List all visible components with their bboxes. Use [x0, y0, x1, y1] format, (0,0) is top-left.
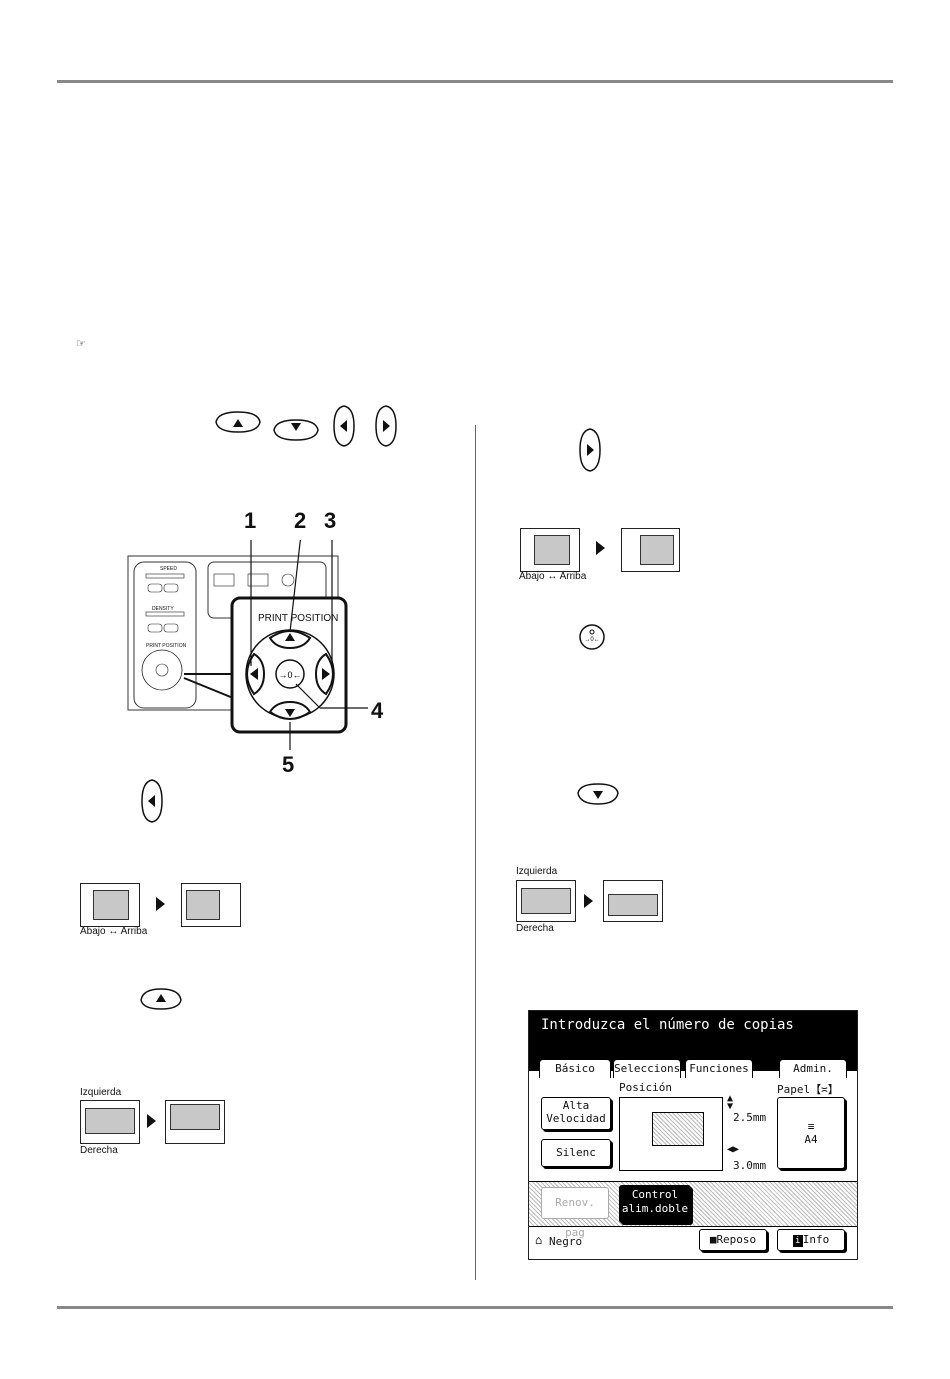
control-alim-doble-button[interactable]: Control alim.doble — [619, 1185, 691, 1223]
callout-2: 2 — [294, 508, 307, 533]
left-key-icon — [333, 405, 355, 447]
arrow-right-icon — [147, 1114, 156, 1128]
down-key-icon — [273, 419, 319, 441]
position-preview[interactable] — [619, 1097, 723, 1171]
alta-velocidad-button[interactable]: Alta Velocidad — [541, 1097, 611, 1130]
sleep-icon: ■ — [709, 1233, 717, 1246]
horizontal-arrows-icon: ◀▶ — [727, 1144, 740, 1155]
silenc-button[interactable]: Silenc — [541, 1139, 611, 1167]
figure-caption: Abajo ↔ Arriba — [519, 571, 587, 582]
up-key-icon — [140, 988, 182, 1010]
figure-caption: Abajo ↔ Arriba — [80, 926, 148, 937]
tab-funciones[interactable]: Funciones — [685, 1059, 753, 1078]
density-label: DENSITY — [152, 606, 174, 612]
top-rule — [57, 80, 893, 83]
info-label: Info — [802, 1233, 830, 1246]
reposo-button[interactable]: ■Reposo — [699, 1229, 767, 1251]
horizontal-offset-value: 3.0mm — [733, 1159, 767, 1172]
figure-label-top: Izquierda — [516, 866, 558, 877]
reposo-label: Reposo — [716, 1233, 757, 1246]
vertical-arrows-icon: ▲▼ — [727, 1093, 734, 1112]
figure-label-bottom: Derecha — [80, 1145, 118, 1156]
vertical-offset-value: 2.5mm — [733, 1111, 767, 1124]
ink-drum-icon: ⌂ — [535, 1233, 543, 1247]
tab-basico[interactable]: Básico — [539, 1059, 611, 1078]
paper-label: Papel【≍】 — [777, 1083, 839, 1096]
right-key-icon — [375, 405, 397, 447]
position-label: Posición — [619, 1081, 672, 1094]
svg-text:→0←: →0← — [584, 637, 599, 643]
column-divider — [475, 425, 476, 1280]
before-image-content — [521, 888, 571, 914]
lcd-screen: Introduzca el número de copias Básico Se… — [528, 1010, 858, 1260]
figure-label-bottom: Derecha — [516, 923, 554, 934]
right-key-icon — [579, 428, 601, 472]
callout-4: 4 — [371, 698, 384, 723]
paper-stack-icon: ≡ — [807, 1120, 815, 1133]
info-icon: i — [792, 1235, 803, 1247]
callout-3: 3 — [324, 508, 337, 533]
tab-admin[interactable]: Admin. — [779, 1059, 847, 1078]
left-key-icon — [141, 779, 163, 823]
key-icons-row — [215, 405, 397, 447]
after-image-content — [640, 535, 674, 565]
arrow-right-icon — [596, 541, 605, 555]
lcd-title: Introduzca el número de copias — [541, 1017, 794, 1033]
up-key-icon — [215, 411, 261, 433]
svg-text:→0←: →0← — [278, 670, 301, 680]
paper-size-button[interactable]: ≡ A4 — [777, 1097, 845, 1169]
before-image-content — [93, 890, 129, 920]
print-position-small-label: PRINT POSITION — [146, 643, 187, 649]
after-image-content — [608, 894, 658, 916]
after-image-content — [170, 1104, 220, 1130]
bottom-rule — [57, 1306, 893, 1309]
arrow-right-icon — [584, 894, 593, 908]
tab-seleccions[interactable]: Seleccions — [613, 1059, 681, 1078]
ink-color-label: Negro — [549, 1235, 583, 1248]
renov-pag-button[interactable]: Renov. pag — [541, 1187, 609, 1239]
paper-size-value: A4 — [804, 1133, 818, 1146]
before-image-content — [534, 535, 570, 565]
arrow-right-icon — [156, 897, 165, 911]
down-key-icon — [577, 783, 619, 805]
reset-key-icon: →0← — [579, 624, 605, 650]
position-image — [652, 1112, 704, 1146]
figure-label-top: Izquierda — [80, 1087, 122, 1098]
after-image-content — [186, 890, 220, 920]
callout-5: 5 — [282, 752, 295, 777]
speed-label: SPEED — [160, 566, 177, 572]
callout-1: 1 — [244, 508, 257, 533]
pointing-hand-icon: ☞ — [76, 338, 86, 350]
before-image-content — [85, 1108, 135, 1134]
panel-title: PRINT POSITION — [258, 613, 339, 624]
